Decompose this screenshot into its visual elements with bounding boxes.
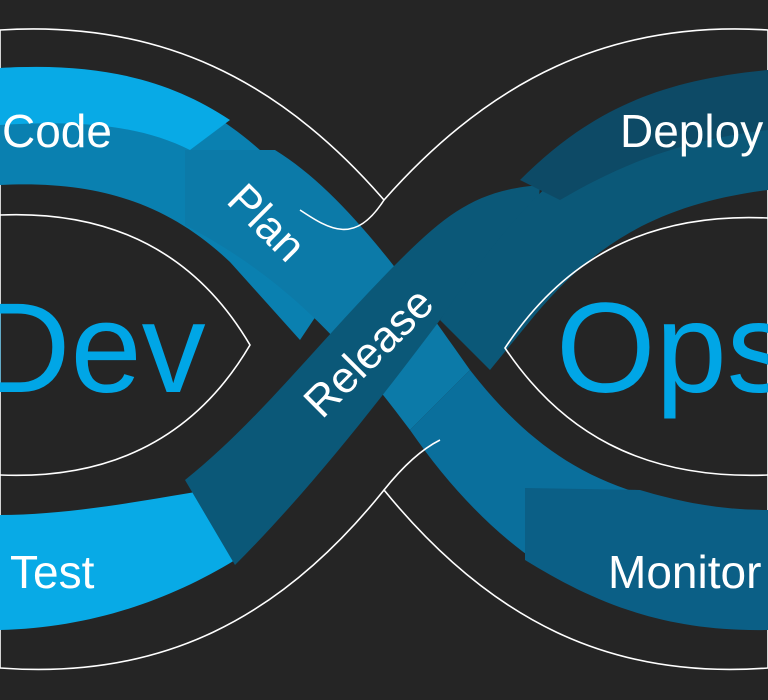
band-monitor — [525, 488, 768, 631]
band-code-bright — [0, 66, 230, 150]
stage-test-label: Test — [10, 546, 95, 598]
band-deploy-top — [520, 70, 768, 200]
ops-word: Ops — [556, 277, 768, 420]
stage-deploy-label: Deploy — [620, 105, 763, 157]
stage-code-label: Code — [2, 105, 112, 157]
band-release — [185, 185, 540, 565]
dev-word: Dev — [0, 277, 206, 420]
infinity-inner-outline-right — [504, 216, 768, 477]
band-test — [0, 485, 240, 630]
infinity-inner-outline-left — [0, 213, 251, 477]
crossing-outline-upper — [299, 199, 385, 231]
crossing-outline-lower — [383, 439, 441, 491]
stage-monitor-label: Monitor — [608, 546, 761, 598]
